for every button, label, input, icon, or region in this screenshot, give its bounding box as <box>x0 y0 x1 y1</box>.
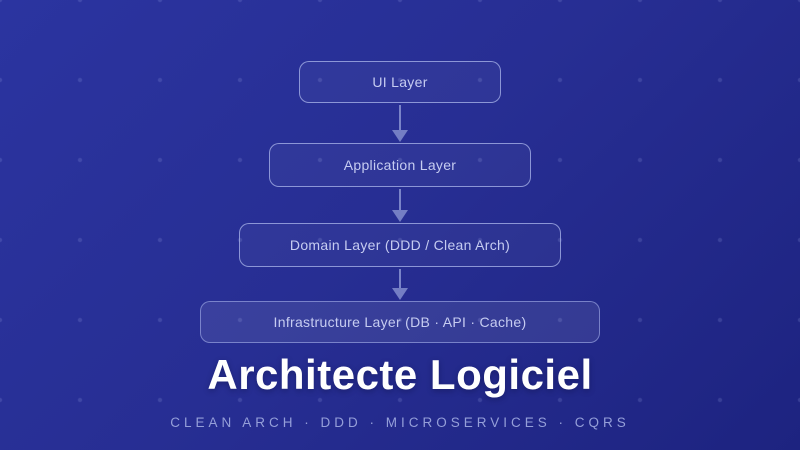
layer-label-application: Application Layer <box>343 157 457 173</box>
arrow-head <box>392 288 408 300</box>
arrow-down-icon <box>392 105 408 142</box>
layer-box-application: Application Layer <box>269 143 531 187</box>
layer-label-ui: UI Layer <box>372 74 428 90</box>
page-title: Architecte Logiciel <box>207 351 593 398</box>
arrow-down-icon <box>392 189 408 222</box>
layer-label-domain: Domain Layer (DDD / Clean Arch) <box>289 237 511 253</box>
arrow-head <box>392 130 408 142</box>
layer-box-ui: UI Layer <box>299 61 501 103</box>
arrow-head <box>392 210 408 222</box>
layer-label-infrastructure: Infrastructure Layer (DB · API · Cache) <box>273 314 527 330</box>
subtitle-tagline: CLEAN ARCH · DDD · MICROSERVICES · CQRS <box>170 415 630 430</box>
arrow-line <box>399 269 401 288</box>
arrow-down-icon <box>392 269 408 300</box>
arrow-line <box>399 105 401 130</box>
layer-box-domain: Domain Layer (DDD / Clean Arch) <box>239 223 561 267</box>
arrow-line <box>399 189 401 210</box>
layer-box-infrastructure: Infrastructure Layer (DB · API · Cache) <box>200 301 600 343</box>
